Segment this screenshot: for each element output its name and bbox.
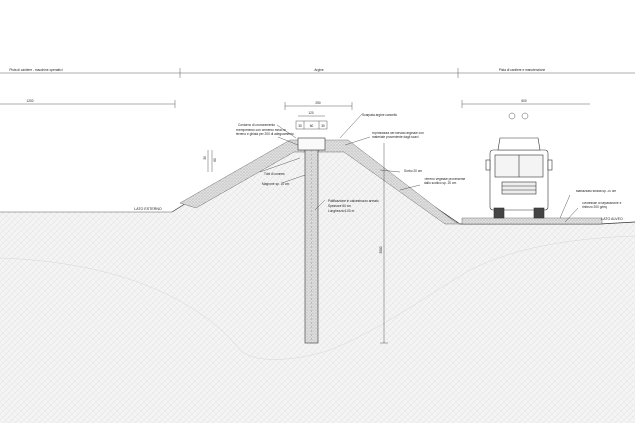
zone-left-label: Pista di cantiere - macchine operatrici bbox=[9, 68, 62, 72]
label-geotessile-box: Geotessile di separazione e rinforzo 200… bbox=[582, 202, 622, 209]
label-riprofilatura: Riprofilatura del rilevato arginale con … bbox=[372, 132, 424, 139]
label-sorbo: Sorbo 20 cm bbox=[404, 169, 422, 173]
label-lato-alveo: LATO ALVEO bbox=[601, 217, 623, 221]
label-spessore: Spessore 60 cm bbox=[328, 204, 351, 208]
road-base bbox=[461, 217, 603, 225]
pile-cap bbox=[297, 137, 326, 151]
truck-cab-light-icon bbox=[508, 112, 529, 120]
label-stabilizzato: stabilizzato strada sp. 20 cm bbox=[576, 190, 617, 193]
zone-center-label: Argine bbox=[314, 68, 323, 72]
label-riempimento: Riempimento con cemento misto di terreno… bbox=[236, 129, 294, 136]
zone-right-label: Pista di cantiere e manutenzione bbox=[499, 68, 545, 72]
label-scarpata: Scarpata argine cancello bbox=[362, 113, 397, 117]
label-lunghezza: Lunghezza 6.00 m bbox=[328, 209, 355, 213]
dim-cap-height: 30 bbox=[203, 156, 207, 160]
dim-core-width: 120 bbox=[308, 111, 314, 115]
dim-core-part-1: 30 bbox=[298, 124, 302, 128]
dim-core-part-3: 30 bbox=[321, 124, 325, 128]
label-contorno: Contorno di cronoramento bbox=[238, 123, 275, 127]
label-geotessile: Geotessile di separazione e rinforzo 200… bbox=[582, 202, 622, 209]
pile bbox=[304, 147, 319, 344]
dim-pile-depth: 3000 bbox=[379, 246, 383, 253]
dim-right-width: 600 bbox=[521, 99, 527, 103]
label-palificazione: Palificazione in calcestruzzo armato bbox=[328, 199, 379, 203]
label-magrone: Magrone sp. 10 cm bbox=[262, 182, 290, 186]
truck-icon bbox=[485, 137, 553, 219]
dim-top-width: 250 bbox=[315, 101, 321, 105]
dim-cap-height2: 60 bbox=[213, 158, 217, 162]
label-riprofilatura-box: Riprofilatura del rilevato arginale con … bbox=[372, 132, 424, 139]
label-riempimento-box: Riempimento con cemento misto di terreno… bbox=[236, 129, 294, 136]
label-lato-esterno: LATO ESTERNO bbox=[134, 207, 162, 211]
dim-left-width: 1200 bbox=[26, 99, 33, 103]
label-stabilizzato-box: stabilizzato strada sp. 20 cm bbox=[576, 190, 617, 193]
leader-lines bbox=[259, 113, 579, 223]
label-terreno: Terreno vegetale proveniente dallo scoti… bbox=[424, 178, 466, 185]
label-tubi: Tubi di connes bbox=[264, 172, 285, 176]
label-terreno-box: Terreno vegetale proveniente dallo scoti… bbox=[424, 178, 466, 185]
dim-core-part-2: 60 bbox=[310, 124, 314, 128]
ground-bottom-curve bbox=[0, 235, 635, 360]
